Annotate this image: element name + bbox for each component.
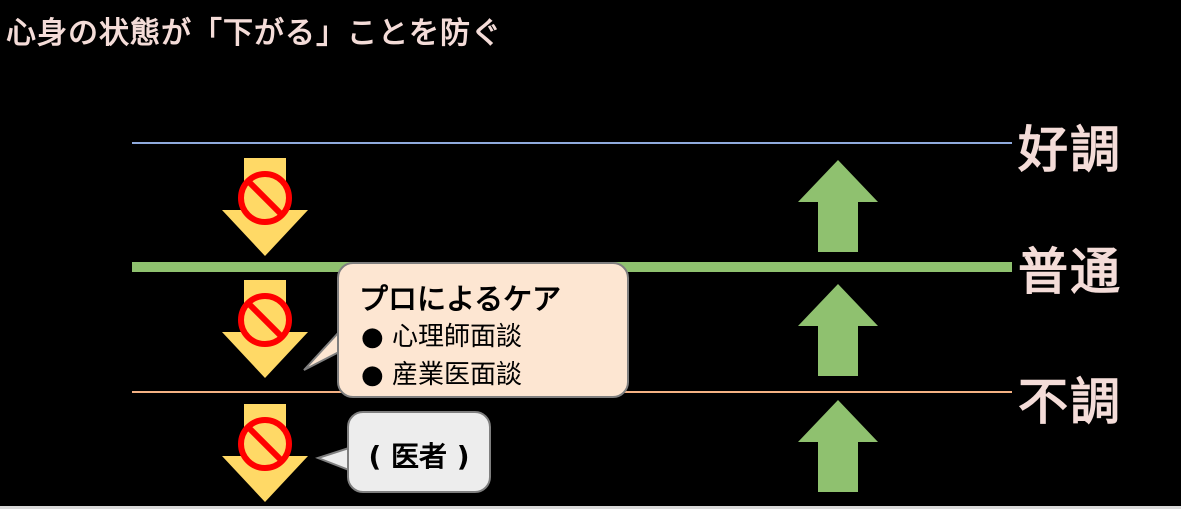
level-label-bad: 不調 <box>1018 373 1122 431</box>
arrow-down-icon <box>222 158 308 256</box>
page-title: 心身の状態が「下がる」ことを防ぐ <box>6 16 502 51</box>
arrow-down-icon <box>222 404 308 502</box>
good-level-line <box>132 142 1012 144</box>
doctor-label: ( 医者 ) <box>368 440 470 473</box>
bottom-border <box>0 506 1181 509</box>
level-label-normal: 普通 <box>1018 243 1122 301</box>
level-label-good: 好調 <box>1018 121 1122 179</box>
prohibited-icon <box>238 171 292 225</box>
arrow-up-icon <box>798 400 878 492</box>
arrow-down-icon <box>222 280 308 378</box>
doctor-callout: ( 医者 ) <box>347 411 491 493</box>
arrow-up-icon <box>798 284 878 376</box>
prohibited-icon <box>238 293 292 347</box>
pro-care-title: プロによるケア <box>359 282 562 316</box>
pro-care-item: ● 産業医面談 <box>361 360 522 390</box>
arrow-up-icon <box>798 160 878 252</box>
prohibited-icon <box>238 417 292 471</box>
pro-care-item: ● 心理師面談 <box>361 322 522 352</box>
pro-care-callout: プロによるケア ● 心理師面談 ● 産業医面談 <box>337 262 629 398</box>
